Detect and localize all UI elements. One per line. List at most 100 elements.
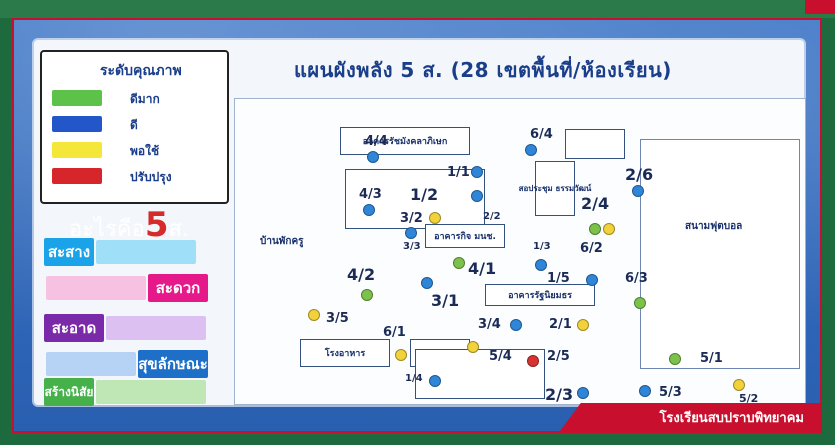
page-title: แผนผังพลัง 5 ส. (28 เขตพื้นที่/ห้องเรียน… [294,58,672,82]
s-box-sukhalak: สุขลักษณะ [138,350,208,378]
zone-label: 2/3 [545,385,574,404]
quality-legend: ระดับคุณภาพ ดีมาก ดี พอใช้ ปรับปรุง [40,50,229,204]
building-b2: อาคารกิจ มนช. [425,224,505,248]
s-desc [46,276,146,300]
zone-label: 3/2 [400,211,423,226]
swatch-green [52,90,102,106]
red-corner-tab [805,0,835,14]
rating-face-icon [453,257,465,269]
rating-face-icon [471,166,483,178]
zone-label: 6/1 [383,325,406,340]
rating-face-icon [525,144,537,156]
legend-label: พอใช้ [130,144,160,158]
building-b6: สอประชุม ธรรมวัฒน์ [519,161,591,216]
legend-label: ดี [130,118,138,132]
rating-face-icon [634,297,646,309]
outer-frame [0,0,835,18]
rating-face-icon [471,190,483,202]
swatch-yellow [52,142,102,158]
s-desc [106,316,206,340]
field-label: สนามฟุตบอล [685,221,743,232]
legend-label: ปรับปรุง [130,170,172,184]
school-map: อาคารรัชมังคลาภิเษก อาคารกิจ มนช. อาคารร… [234,98,806,405]
legend-item: ดีมาก [52,88,217,110]
zone-label: 2/4 [581,194,610,213]
zone-label: 3/3 [403,241,421,252]
zone-label: 1/3 [533,241,551,252]
s-desc [96,240,196,264]
rating-face-icon [405,227,417,239]
zone-label: 5/3 [659,385,682,400]
rating-face-icon [589,223,601,235]
rating-face-icon [429,375,441,387]
swatch-blue [52,116,102,132]
s-box-saard: สะอาด [44,314,104,342]
zone-label: 2/2 [483,211,501,222]
what-is-5s: อะไรคือ5ส. [69,205,189,246]
building [565,129,625,159]
zone-label: 5/4 [489,349,512,364]
zone-label: 1/5 [547,271,570,286]
zone-label: 1/1 [447,165,470,180]
legend-item: พอใช้ [52,140,217,162]
rating-face-icon [535,259,547,271]
rating-face-icon [603,223,615,235]
zone-label: 4/2 [347,265,376,284]
rating-face-icon [632,185,644,197]
rating-face-icon [421,277,433,289]
zone-label: 6/3 [625,271,648,286]
s-box-sasang: สะสาง [44,238,94,266]
zone-label: 2/5 [547,349,570,364]
five-suffix: ส. [168,217,189,242]
rating-face-icon [639,385,651,397]
zone-label: 2/6 [625,165,654,184]
zone-label: 1/4 [405,373,423,384]
rating-face-icon [395,349,407,361]
building-b1: อาคารรัชมังคลาภิเษก [340,127,470,155]
zone-label: 5/1 [700,351,723,366]
rating-face-icon [586,274,598,286]
five-numeral: 5 [144,205,169,245]
rating-face-icon [467,341,479,353]
s-desc [96,380,206,404]
zone-label: 6/2 [580,241,603,256]
zone-label: 4/3 [359,187,382,202]
zone-label: 2/1 [549,317,572,332]
zone-label: 1/2 [410,185,439,204]
legend-item: ดี [52,114,217,136]
rating-face-icon [429,212,441,224]
zone-label: 4/4 [365,134,388,149]
football-field [640,139,800,369]
s-box-sadouk: สะดวก [148,274,208,302]
swatch-red [52,168,102,184]
zone-label: 5/2 [739,392,759,405]
teacher-house-label: บ้านพักครู [260,236,304,247]
school-name-banner: โรงเรียนสบปราบพิทยาคม [560,403,820,431]
building [345,169,485,229]
building-b8: โรงอาหาร [300,339,390,367]
rating-face-icon [527,355,539,367]
rating-face-icon [308,309,320,321]
building-b5: อาคารรัฐนิยมธร [485,284,595,306]
legend-label: ดีมาก [130,92,160,106]
rating-face-icon [577,319,589,331]
rating-face-icon [367,151,379,163]
rating-face-icon [577,387,589,399]
s-desc [46,352,136,376]
rating-face-icon [363,204,375,216]
sign-board: แผนผังพลัง 5 ส. (28 เขตพื้นที่/ห้องเรียน… [12,18,822,433]
rating-face-icon [361,289,373,301]
zone-label: 3/1 [431,291,460,310]
zone-label: 6/4 [530,127,553,142]
legend-title: ระดับคุณภาพ [100,63,182,79]
zone-label: 3/4 [478,317,501,332]
what-is-text: อะไรคือ [69,217,145,242]
rating-face-icon [510,319,522,331]
zone-label: 3/5 [326,311,349,326]
zone-label: 4/1 [468,259,497,278]
rating-face-icon [669,353,681,365]
legend-item: ปรับปรุง [52,166,217,188]
building [415,349,545,399]
s-box-srang-nisai: สร้างนิสัย [44,378,94,406]
rating-face-icon [733,379,745,391]
